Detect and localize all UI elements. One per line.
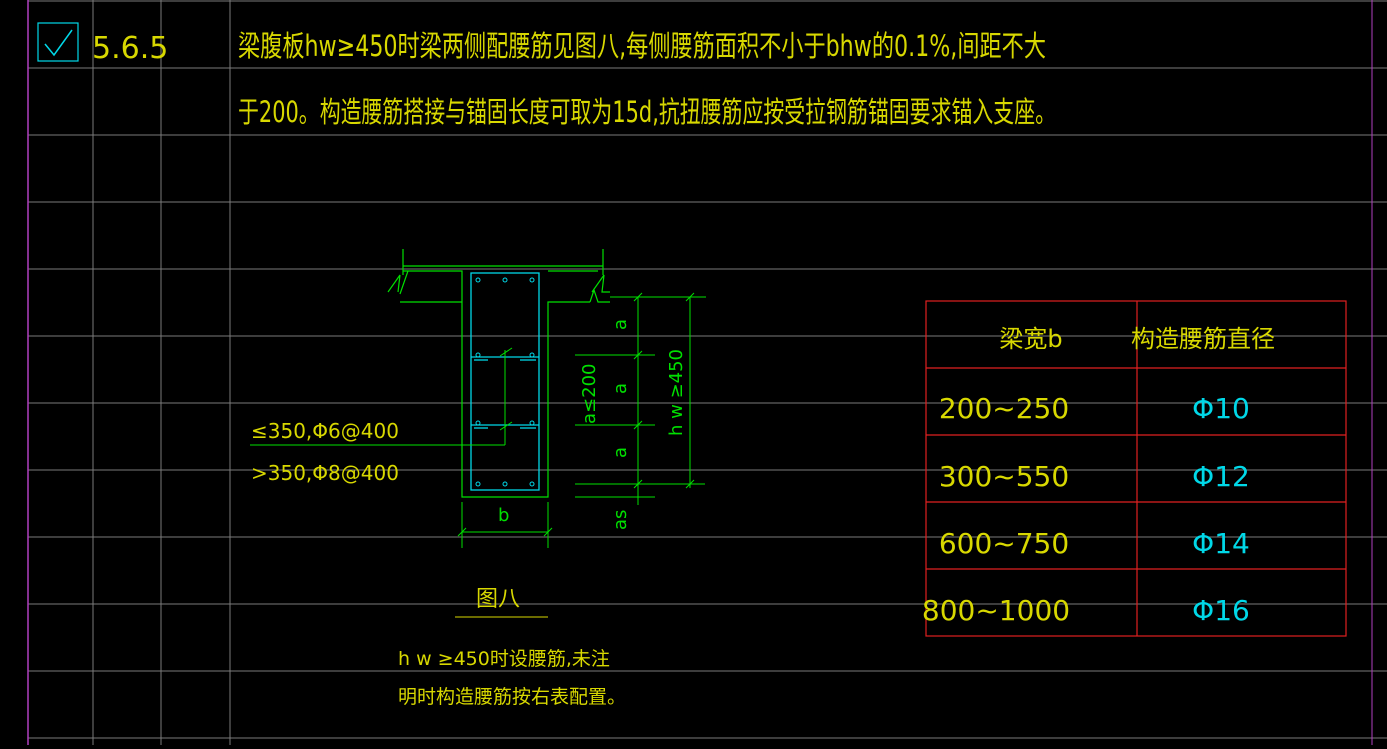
dim-as-bottom: as xyxy=(610,510,631,530)
dim-a-1: a xyxy=(610,319,631,330)
table-cell-diameter: Φ10 xyxy=(1192,392,1250,425)
table-cell-width: 800~1000 xyxy=(922,594,1070,627)
table-cell-diameter: Φ12 xyxy=(1192,460,1250,493)
figure-note-line2: 明时构造腰筋按右表配置。 xyxy=(398,686,626,708)
table-header-diameter: 构造腰筋直径 xyxy=(1131,325,1275,353)
clause-text-line2: 于200。构造腰筋搭接与锚固长度可取为15d,抗扭腰筋应按受拉钢筋锚固要求锚入支… xyxy=(238,95,1056,129)
dim-spacing-limit: a≤200 xyxy=(579,364,600,424)
tie-label-2: >350,Φ8@400 xyxy=(251,461,399,485)
figure-note-line1: h w ≥450时设腰筋,未注 xyxy=(398,648,610,670)
check-icon xyxy=(44,29,73,57)
table-cell-diameter: Φ14 xyxy=(1192,527,1250,560)
dimension-chain xyxy=(575,292,706,505)
table-cell-width: 200~250 xyxy=(939,392,1069,425)
clause-checkbox[interactable] xyxy=(37,22,79,62)
clause-number: 5.6.5 xyxy=(92,31,168,66)
rebar-dots xyxy=(475,277,535,487)
slab-outline xyxy=(387,249,610,498)
grid-lines xyxy=(28,0,1387,745)
clause-text-line1: 梁腹板hw≥450时梁两侧配腰筋见图八,每侧腰筋面积不小于bhw的0.1%,间距… xyxy=(238,29,1046,63)
tie-label-1: ≤350,Φ6@400 xyxy=(251,419,399,443)
dim-a-3: a xyxy=(610,447,631,458)
dim-b-label: b xyxy=(498,505,509,526)
figure-caption: 图八 xyxy=(476,587,520,612)
table-cell-diameter: Φ16 xyxy=(1192,594,1250,627)
dimension-b xyxy=(457,502,553,548)
tie-bar-leader xyxy=(250,347,513,446)
table-cell-width: 600~750 xyxy=(939,527,1069,560)
rebar-diameter-table xyxy=(925,300,1347,637)
table-header-width: 梁宽b xyxy=(999,325,1062,353)
table-cell-width: 300~550 xyxy=(939,460,1069,493)
dim-a-2: a xyxy=(610,383,631,394)
dim-hw: h w ≥450 xyxy=(666,349,687,436)
